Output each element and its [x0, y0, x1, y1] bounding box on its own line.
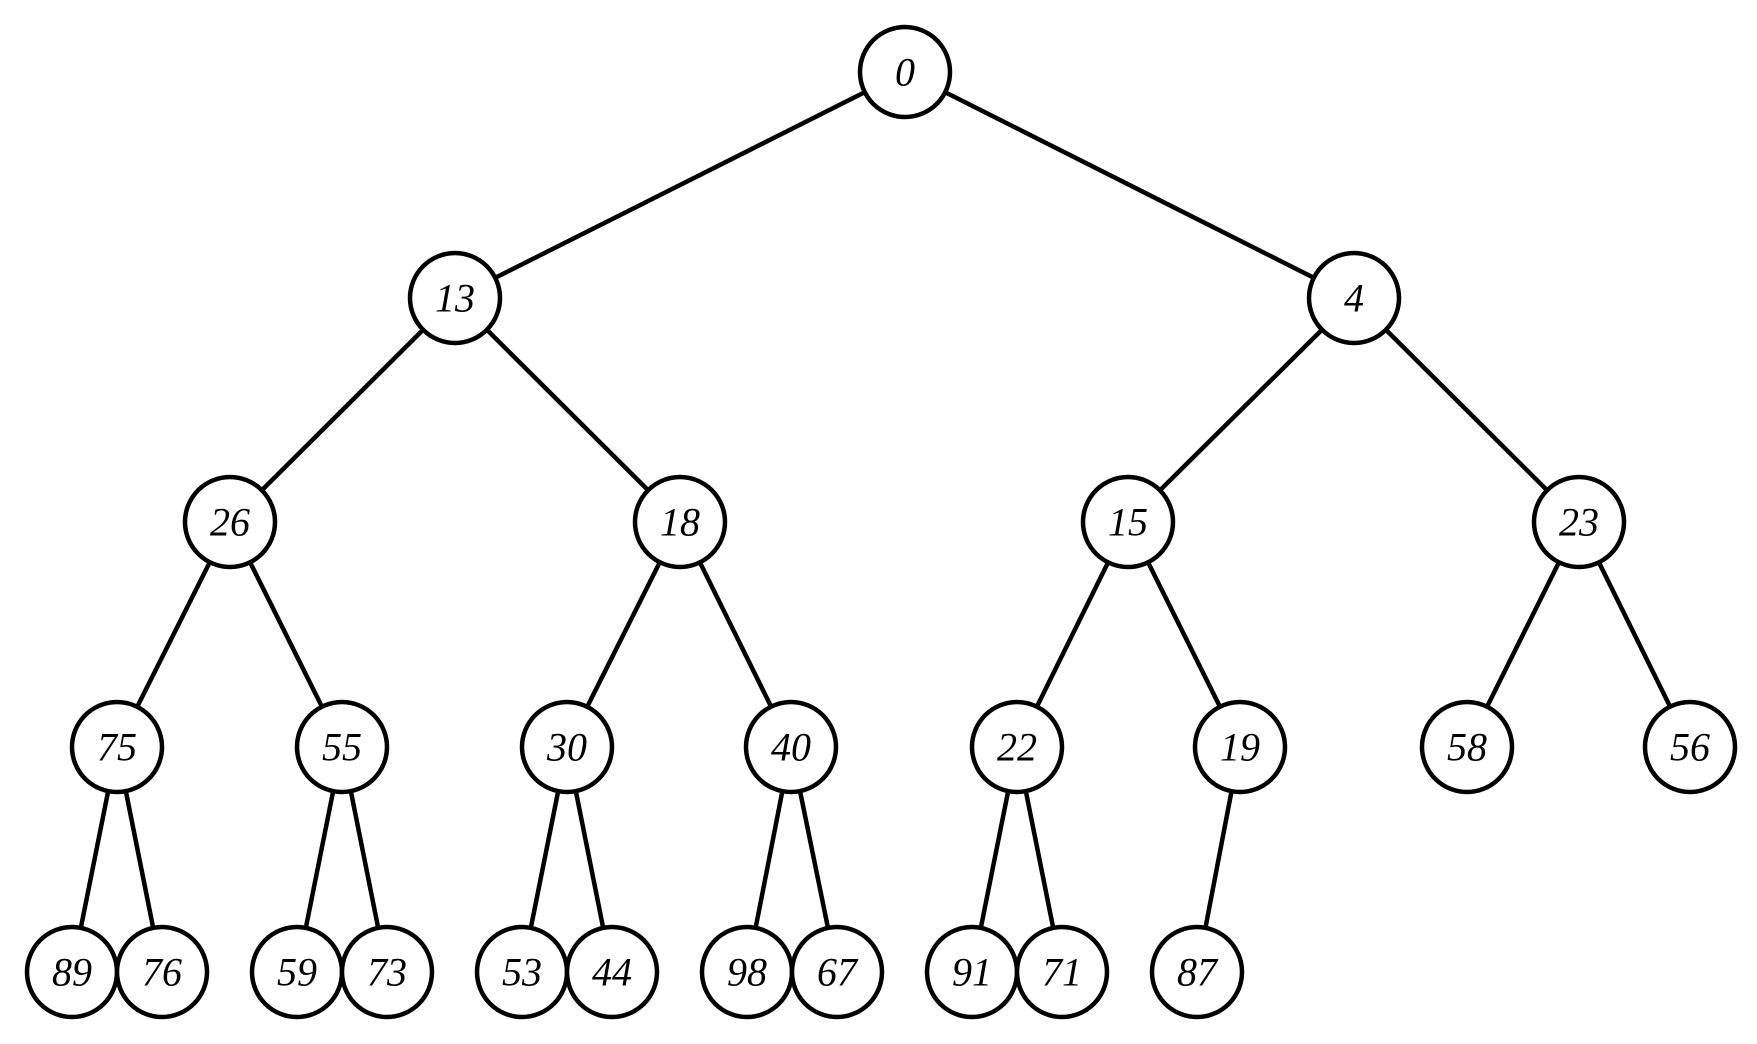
node-circle	[407, 250, 503, 346]
node-circle	[1642, 699, 1738, 795]
tree-node-67: 67	[789, 924, 885, 1020]
node-label: 18	[660, 500, 700, 545]
tree-node-71: 71	[1014, 924, 1110, 1020]
node-circle	[182, 474, 278, 570]
tree-node-0: 0	[857, 24, 953, 120]
tree-edge-4-15	[1126, 296, 1356, 524]
node-circle	[969, 699, 1065, 795]
node-circle	[1306, 250, 1402, 346]
tree-node-30: 30	[519, 699, 615, 795]
node-circle	[519, 699, 615, 795]
tree-node-19: 19	[1192, 699, 1288, 795]
node-circle	[632, 474, 728, 570]
node-circle	[114, 924, 210, 1020]
tree-node-23: 23	[1531, 474, 1627, 570]
node-label: 58	[1447, 725, 1487, 770]
node-circle	[294, 699, 390, 795]
node-label: 40	[771, 725, 811, 770]
node-circle	[1419, 699, 1515, 795]
node-label: 15	[1108, 500, 1148, 545]
node-label: 59	[277, 950, 317, 995]
node-circle	[743, 699, 839, 795]
node-circle	[789, 924, 885, 1020]
node-circle	[1080, 474, 1176, 570]
tree-node-87: 87	[1149, 924, 1245, 1020]
tree-node-4: 4	[1306, 250, 1402, 346]
tree-node-58: 58	[1419, 699, 1515, 795]
tree-node-40: 40	[743, 699, 839, 795]
tree-node-73: 73	[339, 924, 435, 1020]
node-label: 22	[997, 725, 1037, 770]
tree-node-98: 98	[699, 924, 795, 1020]
node-label: 26	[210, 500, 250, 545]
node-circle	[857, 24, 953, 120]
node-circle	[69, 699, 165, 795]
node-label: 23	[1559, 500, 1599, 545]
node-circle	[1531, 474, 1627, 570]
tree-node-13: 13	[407, 250, 503, 346]
node-label: 53	[502, 950, 542, 995]
tree-edge-13-26	[228, 296, 457, 524]
tree-node-53: 53	[474, 924, 570, 1020]
node-circle	[339, 924, 435, 1020]
node-label: 19	[1220, 725, 1260, 770]
node-label: 44	[592, 950, 632, 995]
node-label: 0	[895, 50, 915, 95]
node-circle	[1149, 924, 1245, 1020]
node-label: 76	[142, 950, 182, 995]
tree-node-91: 91	[924, 924, 1020, 1020]
node-circle	[1192, 699, 1288, 795]
tree-node-76: 76	[114, 924, 210, 1020]
node-label: 55	[322, 725, 362, 770]
node-label: 67	[817, 950, 859, 995]
tree-node-22: 22	[969, 699, 1065, 795]
tree-node-26: 26	[182, 474, 278, 570]
tree-edge-0-13	[453, 69, 907, 301]
node-label: 71	[1042, 950, 1082, 995]
tree-node-89: 89	[24, 924, 120, 1020]
tree-node-18: 18	[632, 474, 728, 570]
node-label: 75	[97, 725, 137, 770]
node-label: 98	[727, 950, 767, 995]
tree-node-56: 56	[1642, 699, 1738, 795]
node-label: 73	[367, 950, 407, 995]
node-label: 13	[435, 276, 475, 321]
tree-node-59: 59	[249, 924, 345, 1020]
tree-node-15: 15	[1080, 474, 1176, 570]
node-label: 91	[952, 950, 992, 995]
node-label: 89	[52, 950, 92, 995]
node-label: 56	[1670, 725, 1710, 770]
tree-edge-0-4	[903, 69, 1356, 301]
tree-node-55: 55	[294, 699, 390, 795]
node-label: 4	[1344, 276, 1364, 321]
node-label: 30	[546, 725, 587, 770]
node-circle	[564, 924, 660, 1020]
tree-node-44: 44	[564, 924, 660, 1020]
tree-edge-13-18	[453, 296, 682, 524]
node-label: 87	[1177, 950, 1219, 995]
tree-edge-4-23	[1352, 296, 1581, 524]
tree-node-75: 75	[69, 699, 165, 795]
node-circle	[1014, 924, 1110, 1020]
